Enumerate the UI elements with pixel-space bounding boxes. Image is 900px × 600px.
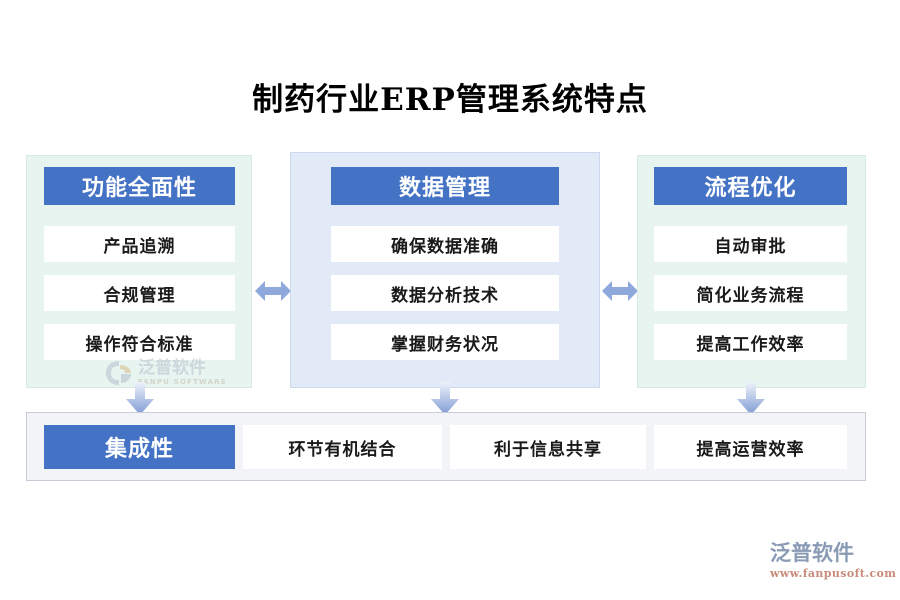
down-arrow-icon-1 bbox=[124, 382, 156, 416]
brand-text: 泛普软件 www.fanpusoft.com bbox=[770, 541, 897, 580]
column-2-item-3[interactable]: 掌握财务状况 bbox=[331, 324, 559, 360]
column-1-item-1[interactable]: 产品追溯 bbox=[44, 226, 235, 262]
bottom-item-2[interactable]: 利于信息共享 bbox=[450, 425, 646, 469]
column-1-item-3[interactable]: 操作符合标准 bbox=[44, 324, 235, 360]
brand-name: 泛普软件 bbox=[770, 541, 854, 565]
column-1-header[interactable]: 功能全面性 bbox=[44, 167, 235, 205]
column-3-item-1[interactable]: 自动审批 bbox=[654, 226, 847, 262]
double-arrow-icon-2 bbox=[601, 276, 639, 306]
double-arrow-icon-1 bbox=[254, 276, 292, 306]
bottom-header[interactable]: 集成性 bbox=[44, 425, 235, 469]
column-3-item-2[interactable]: 简化业务流程 bbox=[654, 275, 847, 311]
bottom-item-1[interactable]: 环节有机结合 bbox=[243, 425, 442, 469]
column-2-item-1[interactable]: 确保数据准确 bbox=[331, 226, 559, 262]
column-1-item-2[interactable]: 合规管理 bbox=[44, 275, 235, 311]
column-2-header[interactable]: 数据管理 bbox=[331, 167, 559, 205]
column-2-item-2[interactable]: 数据分析技术 bbox=[331, 275, 559, 311]
brand-logo: 泛普软件 www.fanpusoft.com bbox=[766, 543, 896, 587]
column-3-item-3[interactable]: 提高工作效率 bbox=[654, 324, 847, 360]
bottom-item-3[interactable]: 提高运营效率 bbox=[654, 425, 847, 469]
column-3-header[interactable]: 流程优化 bbox=[654, 167, 847, 205]
page-title: 制药行业ERP管理系统特点 bbox=[252, 82, 648, 118]
down-arrow-icon-3 bbox=[735, 382, 767, 416]
down-arrow-icon-2 bbox=[429, 382, 461, 416]
brand-url: www.fanpusoft.com bbox=[770, 567, 897, 580]
